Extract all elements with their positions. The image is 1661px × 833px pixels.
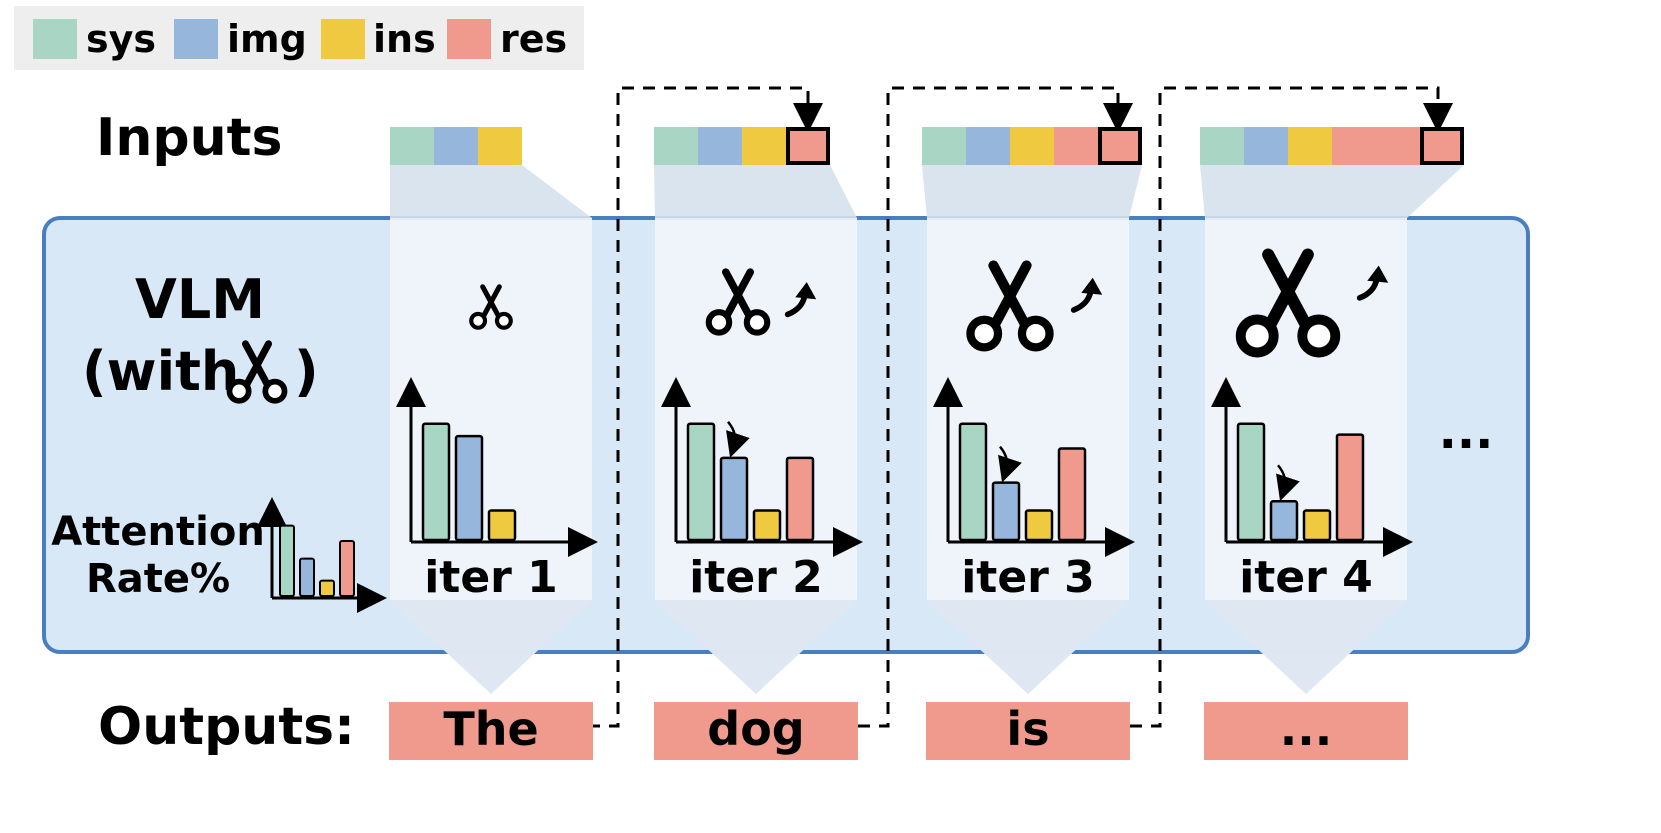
input-token-sys bbox=[390, 127, 434, 165]
mini-chart-bar-ins bbox=[319, 579, 335, 597]
decrease-arrow-icon bbox=[998, 445, 1022, 483]
feedback-loop-1 bbox=[588, 86, 823, 728]
output-token-text: The bbox=[443, 702, 538, 756]
decrease-arrow-icon bbox=[1276, 464, 1300, 502]
input-funnel bbox=[1200, 165, 1464, 218]
new-token-highlight bbox=[1098, 127, 1142, 165]
input-token-sys bbox=[654, 127, 698, 165]
output-token-text: is bbox=[1006, 702, 1049, 756]
iteration-column-3: iter 3 is bbox=[922, 127, 1142, 760]
column-arrow bbox=[1205, 600, 1407, 694]
attention-label-line2: Rate% bbox=[86, 556, 230, 602]
iteration-label: iter 3 bbox=[961, 552, 1095, 603]
iteration-column-1: iter 1 The bbox=[389, 127, 598, 760]
column-body bbox=[390, 218, 592, 694]
vlm-label: VLM bbox=[135, 268, 265, 331]
input-funnel bbox=[922, 165, 1142, 218]
input-token-res bbox=[1420, 127, 1464, 165]
legend-swatch-res bbox=[447, 19, 491, 59]
chart-bar-img bbox=[454, 434, 484, 542]
inputs-label: Inputs bbox=[96, 108, 282, 168]
input-token-ins bbox=[1288, 127, 1332, 165]
iteration-label: iter 1 bbox=[424, 552, 558, 603]
output-token-box bbox=[926, 702, 1130, 760]
input-token-img bbox=[434, 127, 478, 165]
output-token-text: ... bbox=[1280, 702, 1332, 756]
attention-chart-4 bbox=[1211, 377, 1413, 557]
chart-bar-ins bbox=[1302, 509, 1332, 542]
outputs-label: Outputs: bbox=[98, 697, 355, 757]
iteration-label: iter 2 bbox=[689, 552, 823, 603]
input-token-img bbox=[1244, 127, 1288, 165]
input-token-sys bbox=[922, 127, 966, 165]
decrease-arrow-icon bbox=[726, 421, 750, 458]
input-token-ins bbox=[1010, 127, 1054, 165]
input-funnel bbox=[390, 165, 592, 218]
chart-bar-ins bbox=[1024, 509, 1054, 542]
legend-swatch-ins bbox=[321, 19, 365, 59]
chart-bar-img bbox=[991, 481, 1021, 542]
legend-label-ins: ins bbox=[373, 17, 436, 61]
feedback-loop-3 bbox=[1130, 86, 1453, 728]
mini-chart-bar-sys bbox=[279, 524, 295, 597]
vlm-with-close: ) bbox=[294, 340, 319, 403]
attention-chart-2 bbox=[661, 377, 863, 557]
chart-bar-sys bbox=[686, 422, 716, 542]
input-token-res bbox=[1054, 127, 1098, 165]
column-arrow bbox=[927, 600, 1129, 694]
column-body bbox=[655, 218, 857, 694]
output-token-box bbox=[389, 702, 593, 760]
chart-bar-res bbox=[785, 456, 815, 542]
chart-bar-res bbox=[1057, 447, 1087, 542]
chart-bar-sys bbox=[421, 422, 451, 542]
attention-chart-3 bbox=[933, 377, 1135, 557]
chart-bar-ins bbox=[752, 509, 782, 542]
mini-chart-bar-img bbox=[299, 557, 315, 597]
input-token-res bbox=[786, 127, 830, 165]
input-funnel bbox=[654, 165, 857, 218]
feedback-loops bbox=[588, 86, 1453, 728]
iteration-column-4: iter 4... bbox=[1200, 127, 1464, 760]
input-token-ins bbox=[478, 127, 522, 165]
vlm-with-open: (with bbox=[82, 340, 239, 403]
input-token-img bbox=[966, 127, 1010, 165]
input-token-img bbox=[698, 127, 742, 165]
output-token-text: dog bbox=[707, 702, 804, 756]
chart-bar-img bbox=[719, 456, 749, 542]
mini-chart bbox=[257, 497, 387, 613]
legend-swatch-img bbox=[174, 19, 218, 59]
legend-swatch-sys bbox=[33, 19, 77, 59]
iteration-label: iter 4 bbox=[1239, 552, 1373, 603]
new-token-highlight bbox=[786, 127, 830, 165]
chart-bar-img bbox=[1269, 500, 1299, 542]
output-token-box bbox=[654, 702, 858, 760]
chart-bar-ins bbox=[487, 509, 517, 542]
new-token-highlight bbox=[1420, 127, 1464, 165]
column-arrow bbox=[655, 600, 857, 694]
legend: sys img ins res bbox=[14, 6, 584, 70]
column-arrow bbox=[390, 600, 592, 694]
input-token-res bbox=[1098, 127, 1142, 165]
mini-chart-bar-res bbox=[339, 540, 355, 597]
chart-bar-sys bbox=[1236, 422, 1266, 542]
attention-chart-1 bbox=[396, 377, 598, 557]
input-token-sys bbox=[1200, 127, 1244, 165]
legend-label-res: res bbox=[500, 17, 567, 61]
input-token-res bbox=[1376, 127, 1420, 165]
chart-bar-sys bbox=[958, 422, 988, 542]
legend-label-sys: sys bbox=[86, 17, 156, 61]
output-token-box bbox=[1204, 702, 1408, 760]
feedback-loop-2 bbox=[858, 86, 1133, 728]
input-token-res bbox=[1332, 127, 1376, 165]
iteration-column-2: iter 2 dog bbox=[654, 127, 863, 760]
legend-label-img: img bbox=[227, 17, 307, 61]
chart-bar-res bbox=[1335, 433, 1365, 542]
attention-label-line1: Attention bbox=[51, 509, 265, 555]
iteration-ellipsis: ... bbox=[1439, 404, 1494, 460]
input-token-ins bbox=[742, 127, 786, 165]
